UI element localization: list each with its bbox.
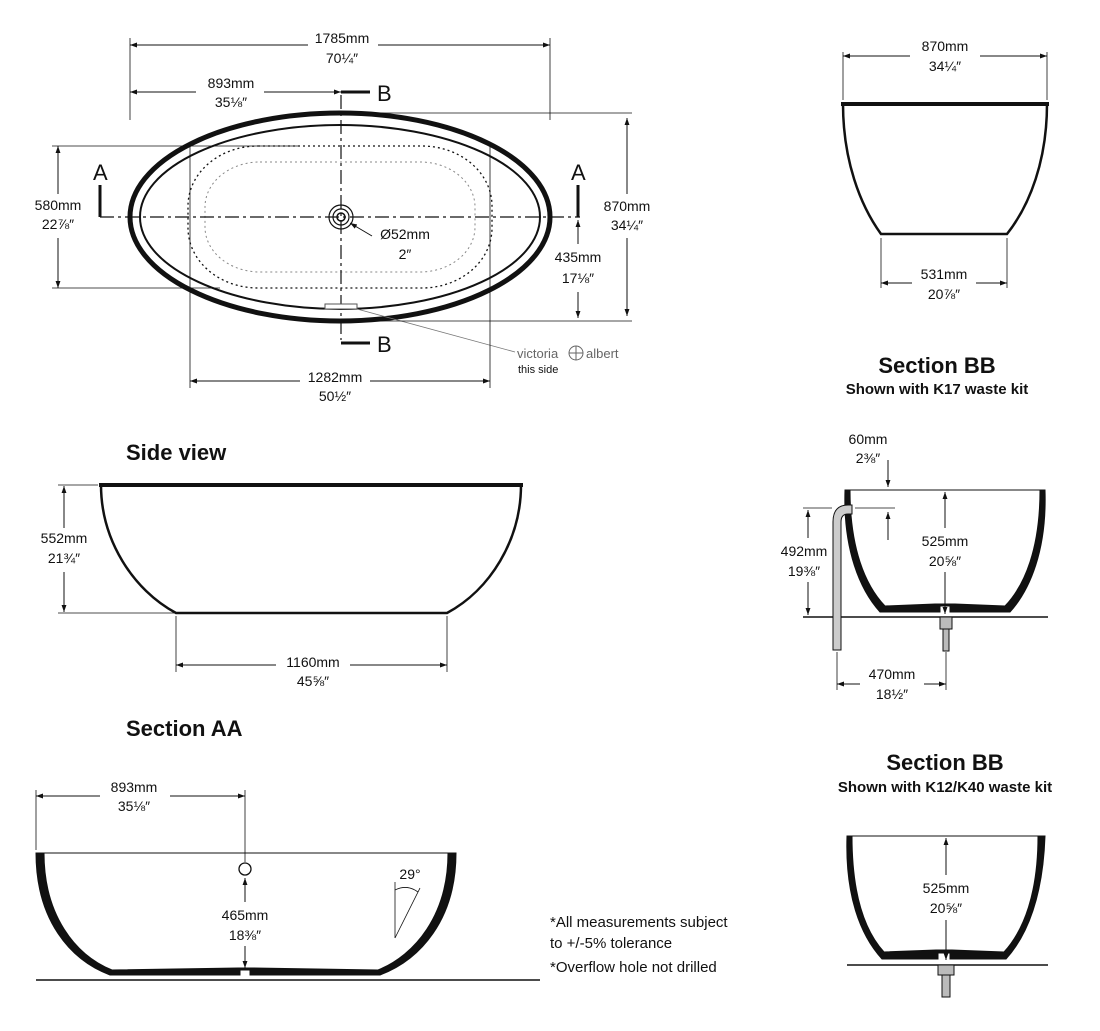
- spout-height-in: 19⅜″: [788, 563, 820, 579]
- aa-depth-in: 18⅜″: [229, 927, 261, 943]
- bb-k17-depth-mm: 525mm: [922, 533, 969, 549]
- waste-core: [336, 212, 346, 222]
- section-label-a-right: A: [571, 160, 586, 185]
- brand-name-right: albert: [586, 346, 619, 361]
- offset-in: 18½″: [876, 686, 908, 702]
- half-length-mm: 893mm: [208, 75, 255, 91]
- aa-half-length-mm: 893mm: [111, 779, 158, 795]
- overflow-hole-icon: [238, 862, 252, 876]
- note-line-3: *Overflow hole not drilled: [550, 959, 717, 976]
- side-base-in: 45⅝″: [297, 673, 329, 689]
- notes: *All measurements subject to +/-5% toler…: [550, 914, 728, 976]
- overall-length-in: 70¼″: [326, 50, 358, 66]
- waste-pipe-icon: [941, 974, 951, 998]
- base-length-mm: 1282mm: [308, 369, 362, 385]
- side-height-mm: 552mm: [41, 530, 88, 546]
- bb-k12-depth-mm: 525mm: [923, 880, 970, 896]
- half-length-in: 35⅛″: [215, 94, 247, 110]
- section-bb-k17-title: Section BB: [878, 353, 995, 378]
- end-top-width-in: 34¼″: [929, 58, 961, 74]
- section-aa: Section AA 893mm 35⅛″ 465mm 18⅜″ 29°: [35, 716, 540, 981]
- aa-depth-mm: 465mm: [222, 907, 269, 923]
- waste-fitting-icon: [937, 964, 955, 976]
- spout-icon: [832, 504, 853, 651]
- side-view-outline: [99, 483, 523, 615]
- side-base-mm: 1160mm: [286, 654, 339, 670]
- section-bb-k12-shell: [846, 835, 1046, 960]
- overall-width-in: 34¼″: [611, 217, 643, 233]
- rim-height-in: 2⅜″: [856, 450, 880, 466]
- end-view: 870mm 34¼″ 531mm 20⅞″: [841, 38, 1049, 302]
- section-aa-title: Section AA: [126, 716, 243, 741]
- section-bb-k12-title: Section BB: [886, 750, 1003, 775]
- section-bb-k17-shell: [844, 489, 1046, 613]
- base-length-in: 50½″: [319, 388, 351, 404]
- brand-leader: [356, 308, 516, 353]
- section-label-b-bottom: B: [377, 332, 392, 357]
- waste-leader: [349, 222, 373, 237]
- half-width-mm: 435mm: [555, 249, 602, 265]
- plan-view: A A B B 1785mm 70¼″ 893mm 35⅛″ 580mm 22⅞…: [35, 30, 651, 404]
- brand-plate: [324, 303, 358, 310]
- note-line-1: *All measurements subject: [550, 914, 728, 931]
- spout-height-mm: 492mm: [781, 543, 828, 559]
- waste-diameter-mm: Ø52mm: [380, 226, 430, 242]
- section-bb-k12: Section BB Shown with K12/K40 waste kit …: [838, 750, 1052, 998]
- waste-diameter-in: 2″: [399, 246, 412, 262]
- end-view-outline: [841, 102, 1049, 236]
- section-label-a-left: A: [93, 160, 108, 185]
- waste-outlet-icon: [328, 204, 354, 230]
- rim-height-mm: 60mm: [849, 431, 888, 447]
- overall-width-mm: 870mm: [604, 198, 651, 214]
- brand-name-left: victoria: [517, 346, 559, 361]
- section-bb-k17: Section BB Shown with K17 waste kit 60mm…: [781, 353, 1048, 702]
- bb-k12-depth-in: 20⅝″: [930, 900, 962, 916]
- angle-arc: [394, 887, 419, 893]
- side-view-title: Side view: [126, 440, 227, 465]
- plan-basin-dotted: [187, 145, 493, 289]
- aa-half-length-in: 35⅛″: [118, 798, 150, 814]
- angle-line-slope: [394, 887, 421, 939]
- waste-ring: [332, 208, 350, 226]
- side-height-in: 21¾″: [48, 550, 80, 566]
- half-width-in: 17⅛″: [562, 270, 594, 286]
- waste-pipe-icon: [942, 628, 950, 652]
- inner-width-mm: 580mm: [35, 197, 82, 213]
- section-aa-shell: [35, 852, 457, 976]
- section-bb-k17-subtitle: Shown with K17 waste kit: [846, 381, 1029, 398]
- waste-fitting-icon: [939, 616, 953, 630]
- end-base-width-in: 20⅞″: [928, 286, 960, 302]
- section-bb-k12-subtitle: Shown with K12/K40 waste kit: [838, 779, 1052, 796]
- offset-mm: 470mm: [869, 666, 916, 682]
- end-top-width-mm: 870mm: [922, 38, 969, 54]
- note-line-2: to +/-5% tolerance: [550, 935, 672, 952]
- aa-angle: 29°: [399, 866, 420, 882]
- overall-length-mm: 1785mm: [315, 30, 369, 46]
- section-label-b-top: B: [377, 81, 392, 106]
- brand-note: this side: [518, 364, 558, 376]
- inner-width-in: 22⅞″: [42, 216, 74, 232]
- end-base-width-mm: 531mm: [921, 266, 968, 282]
- bb-k17-depth-in: 20⅝″: [929, 553, 961, 569]
- side-view: Side view 552mm 21¾″ 1160mm 45⅝″: [41, 440, 523, 689]
